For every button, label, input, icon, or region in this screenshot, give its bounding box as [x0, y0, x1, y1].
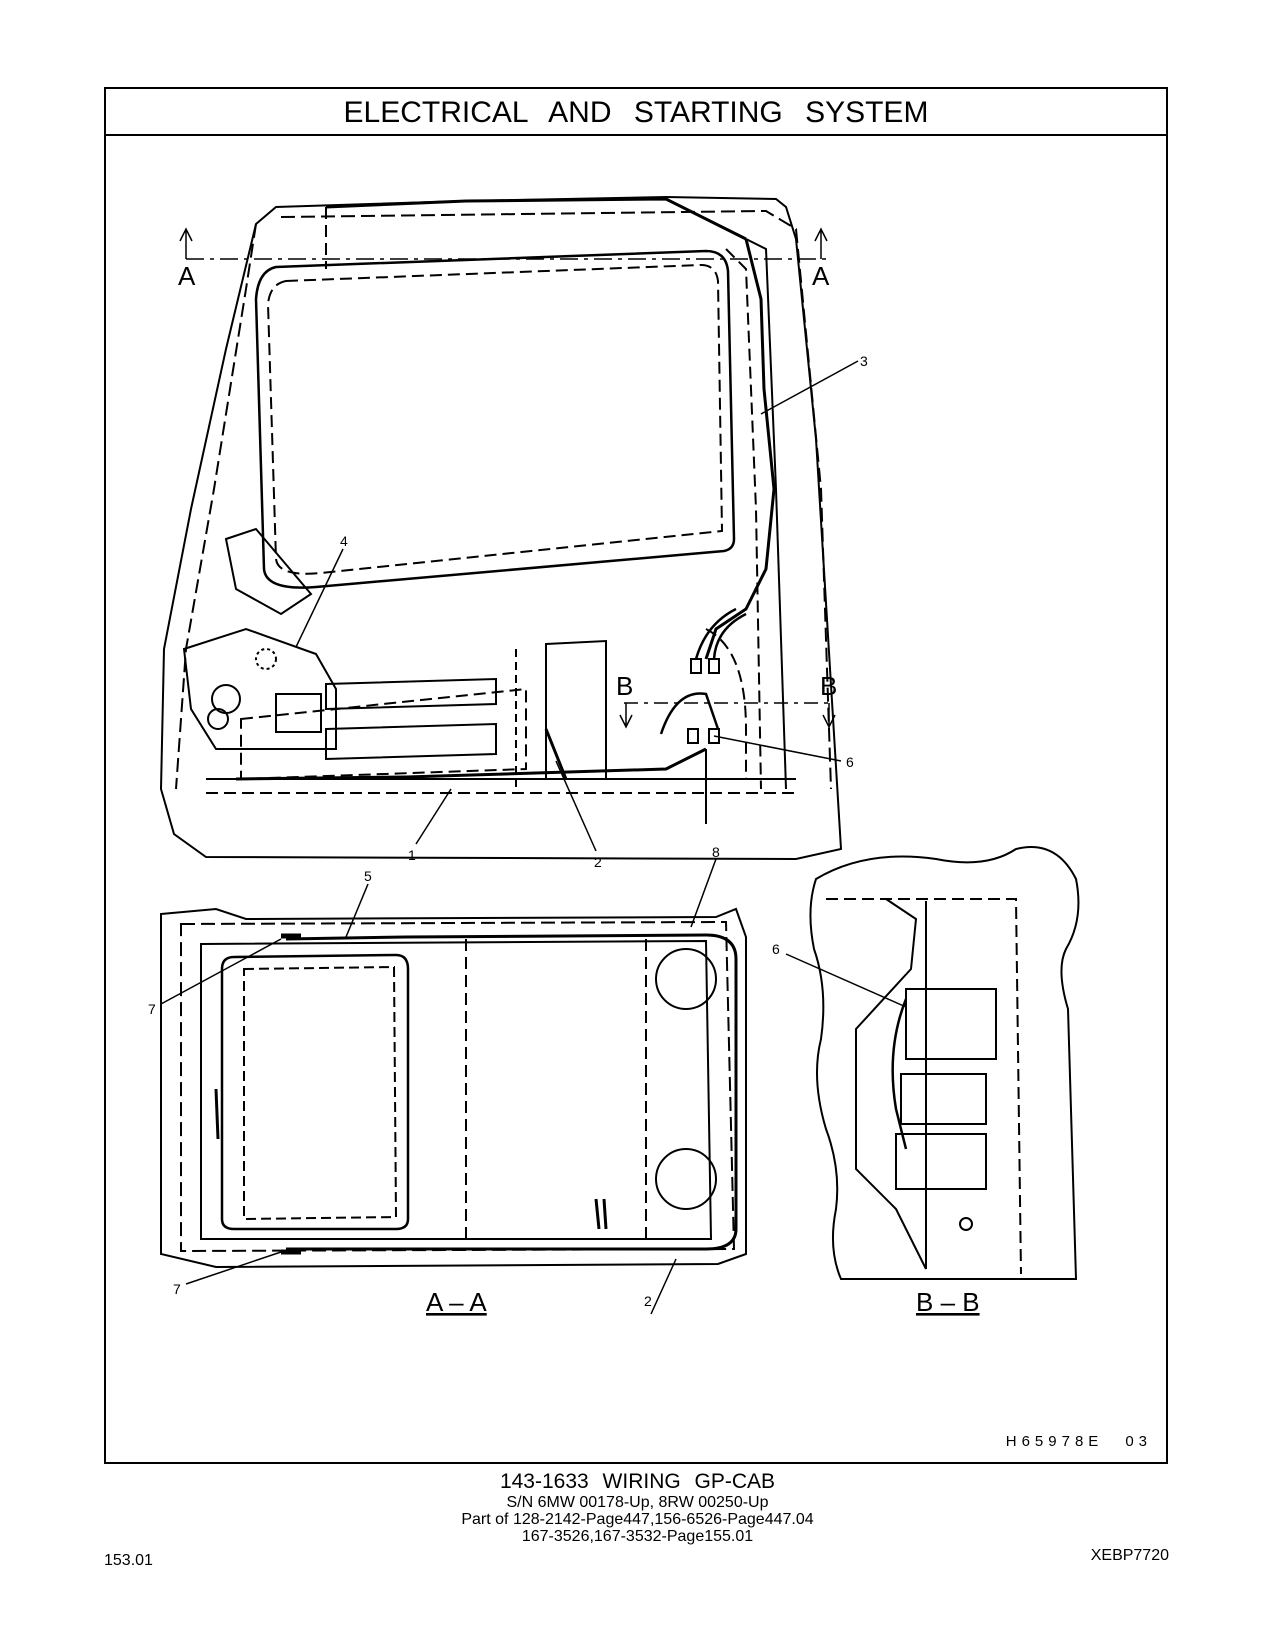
leader-lines-plan: [160, 858, 717, 1315]
document-id: XEBP7720: [1090, 1547, 1169, 1564]
callout-7-bottom: 7: [173, 1281, 181, 1297]
callout-5: 5: [364, 868, 372, 884]
callout-3: 3: [860, 353, 868, 369]
view-label-a-a: A – A: [426, 1287, 487, 1317]
callout-4: 4: [340, 533, 348, 549]
callout-2-plan: 2: [644, 1293, 652, 1309]
callout-2-main: 2: [594, 854, 602, 870]
page-number: 153.01: [104, 1552, 153, 1569]
drawing-id: H65978E: [1005, 1433, 1104, 1450]
drawing-rev: 03: [1125, 1433, 1152, 1450]
caption-serial: S/N 6MW 00178-Up, 8RW 00250-Up: [506, 1494, 769, 1511]
caption-part-of: Part of 128-2142-Page447,156-6526-Page44…: [461, 1511, 814, 1528]
drawing-frame: ELECTRICAL AND STARTING SYSTEM: [104, 87, 1168, 1464]
drawing-code: H65978E 03: [1006, 1433, 1152, 1450]
plan-view-a-a: [160, 907, 747, 1269]
callout-6-detail: 6: [772, 941, 780, 957]
callout-8: 8: [712, 844, 720, 860]
page-title: ELECTRICAL AND STARTING SYSTEM: [106, 89, 1166, 136]
wiring-diagram: A A B B 3 4 6 1 2 5 8 7 7 2 6 A – A B – …: [148, 195, 1080, 1317]
section-marker-b-left: B: [616, 671, 633, 701]
callout-6-main: 6: [846, 754, 854, 770]
section-marker-a-right: A: [812, 261, 830, 291]
view-label-b-b: B – B: [916, 1287, 980, 1317]
section-line-b: [619, 702, 836, 729]
cab-side-view: [159, 195, 843, 861]
caption-title: 143-1633 WIRING GP-CAB: [499, 1470, 776, 1493]
leader-lines-detail: [785, 953, 907, 1008]
callout-7-top: 7: [148, 1001, 156, 1017]
section-marker-b-right: B: [820, 671, 837, 701]
caption-block: 143-1633 WIRING GP-CAB S/N 6MW 00178-Up,…: [0, 1470, 1275, 1545]
section-line-a: [179, 227, 828, 260]
caption-refs: 167-3526,167-3532-Page155.01: [521, 1528, 754, 1545]
leader-lines-main: [295, 360, 859, 852]
section-marker-a-left: A: [178, 261, 196, 291]
detail-view-b-b: [809, 846, 1080, 1280]
callout-1: 1: [408, 847, 416, 863]
